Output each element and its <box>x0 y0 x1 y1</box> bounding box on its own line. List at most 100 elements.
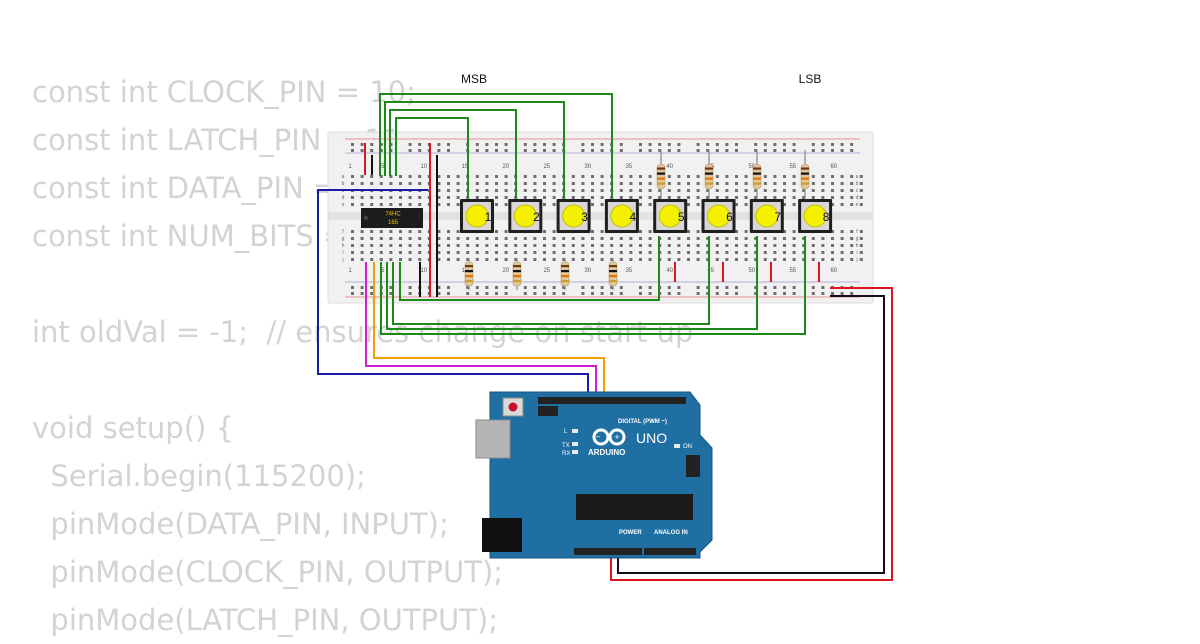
column-number: 5 <box>381 164 385 170</box>
row-letter: e <box>342 202 345 208</box>
column-number: 5 <box>381 268 385 274</box>
column-number: 25 <box>543 164 550 170</box>
power-header <box>574 548 642 555</box>
l-led-label: L <box>564 429 568 435</box>
wire-green <box>380 236 806 335</box>
analog-header <box>644 548 696 555</box>
wire-red <box>610 287 893 581</box>
resistor <box>560 258 570 290</box>
pushbutton-3[interactable]: 3 <box>556 199 591 233</box>
reset-button-cap[interactable] <box>508 402 518 412</box>
pushbutton-5[interactable]: 5 <box>653 199 688 233</box>
power-label: POWER <box>619 530 642 536</box>
wire-black <box>617 295 885 574</box>
resistor <box>512 258 522 290</box>
code-line: pinMode(DATA_PIN, INPUT); <box>32 507 449 541</box>
wire-green <box>389 109 517 198</box>
pushbutton-2[interactable]: 2 <box>508 199 543 233</box>
button-label: 2 <box>533 210 540 224</box>
row-letter: i <box>856 250 857 256</box>
msb-label: MSB <box>461 72 487 86</box>
icsp2-header <box>686 455 700 477</box>
column-number: 30 <box>584 268 591 274</box>
atmega-chip <box>576 494 693 520</box>
resistor <box>704 150 714 203</box>
arduino-uno-board[interactable]: − + UNO ARDUINO DIGITAL (PWM ~) POWER AN… <box>475 391 713 559</box>
arduino-logo-icon <box>592 428 626 446</box>
code-line: pinMode(CLOCK_PIN, OUTPUT); <box>32 555 504 589</box>
row-letter: j <box>341 257 343 263</box>
resistor <box>464 258 474 290</box>
l-led <box>572 429 578 433</box>
row-letter: a <box>856 174 859 180</box>
row-letter: b <box>856 181 859 187</box>
shift-register-chip[interactable]: 74HC 165 <box>361 208 423 228</box>
button-label: 1 <box>485 210 492 224</box>
code-line: Serial.begin(115200); <box>32 459 366 493</box>
code-line: int oldVal = -1; // ensures change on st… <box>32 315 694 349</box>
usb-port <box>475 419 511 459</box>
wire-green <box>379 93 613 198</box>
button-label: 5 <box>678 210 685 224</box>
pushbutton-1[interactable]: 1 <box>460 199 494 233</box>
column-number: 60 <box>830 164 837 170</box>
row-letter: b <box>342 181 345 187</box>
analog-label: ANALOG IN <box>654 530 688 536</box>
simulation-canvas[interactable]: 1155101015152020252530303535404045455050… <box>0 0 1200 630</box>
resistor <box>752 150 762 203</box>
column-number: 60 <box>830 268 837 274</box>
column-number: 1 <box>348 164 352 170</box>
on-led <box>674 444 680 448</box>
wire-orange <box>373 262 605 398</box>
column-number: 35 <box>625 268 632 274</box>
row-letter: f <box>856 229 858 235</box>
column-number: 55 <box>789 268 796 274</box>
lsb-label: LSB <box>799 72 822 86</box>
column-number: 10 <box>420 268 427 274</box>
tx-led <box>572 442 578 446</box>
column-number: 25 <box>543 268 550 274</box>
resistor <box>800 150 810 203</box>
wires <box>317 93 893 581</box>
button-label: 7 <box>774 210 781 224</box>
rx-led <box>572 450 578 454</box>
breadboard[interactable]: 1155101015152020252530303535404045455050… <box>327 131 874 304</box>
button-label: 8 <box>823 210 830 224</box>
svg-text:+: + <box>614 432 619 442</box>
icsp-header <box>538 406 558 416</box>
column-number: 10 <box>420 164 427 170</box>
row-letter: f <box>342 229 344 235</box>
column-number: 40 <box>666 164 673 170</box>
pushbutton-8[interactable]: 8 <box>798 199 833 233</box>
row-letter: j <box>855 257 857 263</box>
pushbutton-4[interactable]: 4 <box>604 199 639 233</box>
board-brand-label: ARDUINO <box>588 448 625 457</box>
wire-green <box>386 236 758 330</box>
pushbuttons[interactable]: 1 2 3 4 5 6 7 8 <box>460 199 833 233</box>
row-letter: i <box>342 250 343 256</box>
row-letter: d <box>342 195 345 201</box>
chip-label: 74HC <box>385 212 401 218</box>
row-letter: c <box>856 188 859 194</box>
row-letter: g <box>342 236 345 242</box>
board-model-label: UNO <box>636 430 667 446</box>
column-number: 45 <box>707 268 714 274</box>
code-editor-background: const int CLOCK_PIN = 10; const int LATC… <box>32 68 693 644</box>
wire-magenta <box>365 262 597 398</box>
code-line: const int NUM_BITS = 8; <box>32 219 385 253</box>
column-number: 30 <box>584 164 591 170</box>
row-letter: g <box>856 236 859 242</box>
pushbutton-7[interactable]: 7 <box>749 199 784 233</box>
column-number: 20 <box>502 164 509 170</box>
tx-led-label: TX <box>562 443 570 449</box>
breadboard-labels: 1155101015152020252530303535404045455050… <box>341 164 858 274</box>
button-label: 6 <box>726 210 733 224</box>
column-number: 15 <box>461 164 468 170</box>
button-label: 3 <box>581 210 588 224</box>
button-label: 4 <box>630 210 637 224</box>
row-letter: e <box>856 202 859 208</box>
power-jack <box>482 518 522 552</box>
pushbutton-6[interactable]: 6 <box>701 199 736 233</box>
column-number: 20 <box>502 268 509 274</box>
row-letter: h <box>856 243 859 249</box>
